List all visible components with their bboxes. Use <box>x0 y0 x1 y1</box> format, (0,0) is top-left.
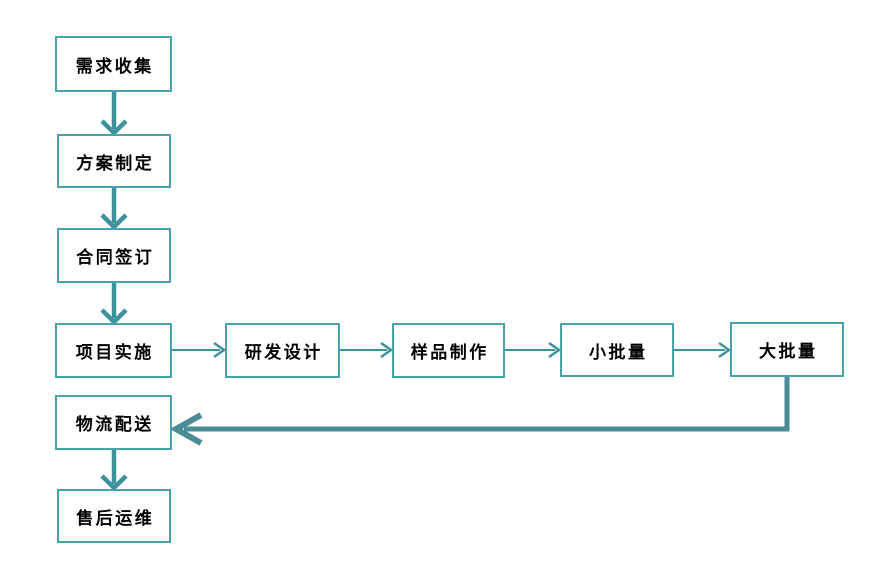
flow-node-contract-signing: 合同签订 <box>57 228 171 283</box>
flow-node-sample-production: 样品制作 <box>392 323 505 378</box>
flow-node-label: 样品制作 <box>410 343 489 362</box>
flow-node-large-batch: 大批量 <box>730 322 844 377</box>
flow-node-project-implementation: 项目实施 <box>55 323 172 378</box>
flow-node-label: 售后运维 <box>76 508 155 528</box>
flow-node-label: 方案制定 <box>76 153 155 173</box>
flow-node-requirement-collection: 需求收集 <box>55 36 172 92</box>
flow-node-label: 合同签订 <box>76 248 155 267</box>
flow-node-label: 需求收集 <box>75 56 154 76</box>
flow-node-label: 小批量 <box>589 342 648 362</box>
edge-plan-to-contract-arrow <box>100 188 128 231</box>
flow-node-label: 项目实施 <box>75 343 154 362</box>
flow-node-small-batch: 小批量 <box>560 323 674 377</box>
flow-node-rd-design: 研发设计 <box>225 323 340 378</box>
edge-requirement-to-plan-arrow <box>100 92 128 137</box>
edge-rd-to-sample-arrow <box>340 341 394 359</box>
flow-node-label: 大批量 <box>759 342 818 361</box>
flow-node-plan-formulation: 方案制定 <box>57 134 171 188</box>
edge-logistics-to-aftersales-arrow <box>100 450 128 492</box>
edge-project-to-rd-arrow <box>172 341 227 359</box>
flow-node-after-sales-maintenance: 售后运维 <box>57 489 171 543</box>
flow-node-label: 物流配送 <box>75 415 154 434</box>
edge-smallbatch-to-largebatch-arrow <box>674 341 732 359</box>
edge-sample-to-smallbatch-arrow <box>505 341 562 359</box>
edge-largebatch-to-logistics-arrow <box>169 377 790 446</box>
edge-contract-to-project-arrow <box>100 283 128 326</box>
flow-node-label: 研发设计 <box>244 343 323 362</box>
flow-node-logistics-delivery: 物流配送 <box>55 395 172 450</box>
